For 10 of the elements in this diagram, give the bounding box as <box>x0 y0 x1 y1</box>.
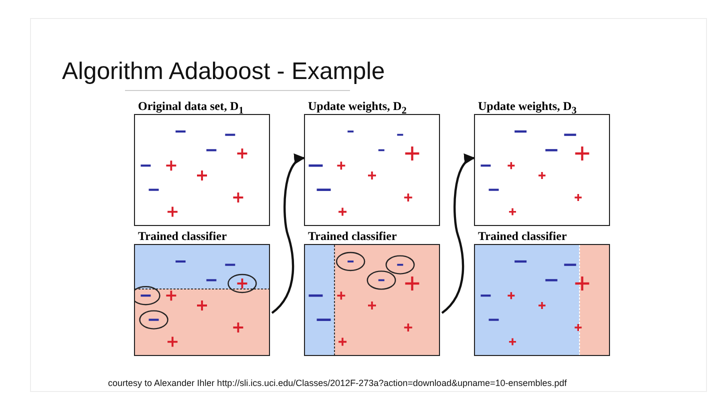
panel-heading: Trained classifier <box>478 228 568 244</box>
curved-arrow <box>271 156 306 314</box>
panel-heading: Original data set, D$_{1}$ <box>138 98 245 114</box>
panel-heading: Update weights, D$_{2}$ <box>308 98 408 114</box>
panel-heading: Trained classifier <box>308 228 398 244</box>
source-note: courtesy to Alexander Ihler http://sli.ics.uci.edu/Classes/2012F-273a?action=download&upname=10-ensembles.pdf <box>108 378 567 388</box>
slide-title: Algorithm Adaboost - Example <box>62 58 385 86</box>
panel-heading: Update weights, D$_{3}$ <box>478 98 578 114</box>
panel-heading: Trained classifier <box>138 228 228 244</box>
curved-arrow <box>441 156 476 314</box>
